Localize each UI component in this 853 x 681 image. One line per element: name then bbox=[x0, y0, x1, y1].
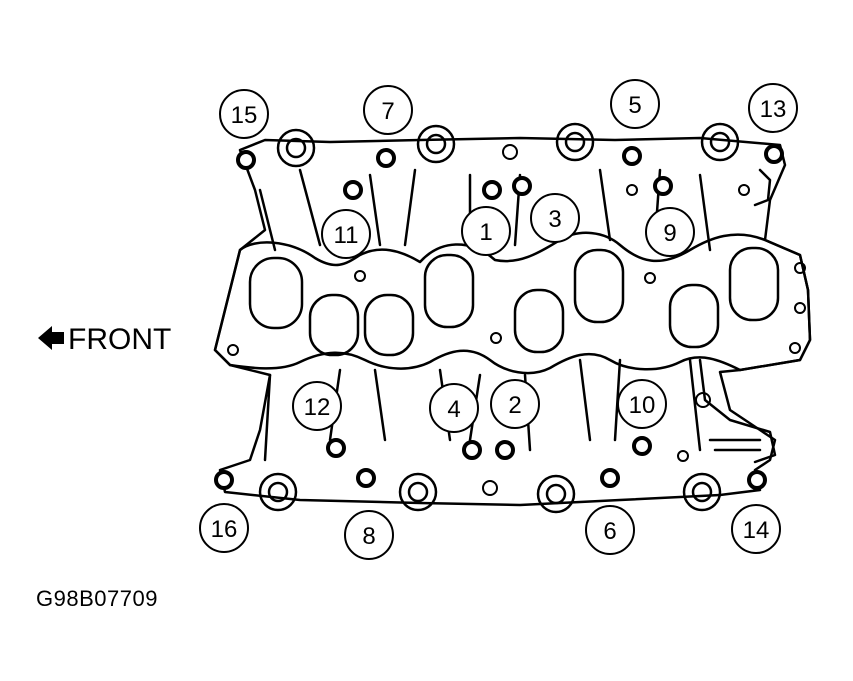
nut bbox=[356, 468, 376, 488]
hole bbox=[354, 270, 366, 282]
callout-9: 9 bbox=[663, 220, 676, 247]
callout-circle bbox=[321, 209, 371, 259]
hole bbox=[490, 332, 502, 344]
nut bbox=[632, 436, 652, 456]
nut bbox=[495, 440, 515, 460]
bolt-head bbox=[258, 472, 298, 512]
front-arrow-icon bbox=[38, 326, 64, 350]
callout-circle bbox=[199, 503, 249, 553]
nut bbox=[622, 146, 642, 166]
callout-circle bbox=[490, 379, 540, 429]
callout-7: 7 bbox=[381, 98, 394, 125]
callout-circle bbox=[344, 510, 394, 560]
callout-circle bbox=[530, 193, 580, 243]
callout-1: 1 bbox=[479, 219, 492, 246]
port-hole bbox=[668, 283, 720, 349]
callout-14: 14 bbox=[743, 517, 770, 544]
port-hole bbox=[513, 288, 565, 354]
callout-11: 11 bbox=[334, 222, 359, 249]
port-hole bbox=[308, 293, 360, 357]
nut bbox=[462, 440, 482, 460]
callout-circle bbox=[731, 504, 781, 554]
callout-16: 16 bbox=[211, 516, 238, 543]
nut bbox=[600, 468, 620, 488]
runner-line bbox=[258, 168, 712, 252]
callout-6: 6 bbox=[603, 518, 616, 545]
callout-circle bbox=[585, 505, 635, 555]
hole bbox=[227, 344, 239, 356]
nut bbox=[326, 438, 346, 458]
hole bbox=[626, 184, 638, 196]
nut bbox=[512, 176, 532, 196]
port-hole bbox=[248, 256, 304, 330]
nut bbox=[653, 176, 673, 196]
port-hole bbox=[573, 248, 625, 324]
bolt-head bbox=[276, 128, 316, 168]
bracket bbox=[698, 358, 777, 464]
callout-13: 13 bbox=[760, 96, 787, 123]
callout-15: 15 bbox=[231, 102, 258, 129]
callout-circle bbox=[645, 207, 695, 257]
figure-id: G98B07709 bbox=[36, 586, 158, 611]
bolt-head bbox=[700, 122, 740, 162]
hole bbox=[695, 392, 711, 408]
bolt-head bbox=[682, 472, 722, 512]
callout-2: 2 bbox=[508, 392, 521, 419]
callout-8: 8 bbox=[362, 523, 375, 550]
hole bbox=[789, 342, 801, 354]
bolt-head bbox=[536, 474, 576, 514]
callout-5: 5 bbox=[628, 92, 641, 119]
hole bbox=[794, 302, 806, 314]
nut bbox=[236, 150, 256, 170]
callout-circle bbox=[461, 206, 511, 256]
nut bbox=[482, 180, 502, 200]
callout-circle bbox=[610, 79, 660, 129]
bracket bbox=[753, 168, 772, 207]
port-hole bbox=[363, 293, 415, 357]
gasket-flange bbox=[213, 231, 812, 375]
callout-3: 3 bbox=[548, 206, 561, 233]
nut bbox=[764, 144, 784, 164]
hole bbox=[644, 272, 656, 284]
nut bbox=[214, 470, 234, 490]
hole bbox=[502, 144, 518, 160]
callout-4: 4 bbox=[447, 396, 460, 423]
nut bbox=[376, 148, 396, 168]
callout-circle bbox=[219, 89, 269, 139]
bolt-head bbox=[416, 124, 456, 164]
manifold-outline bbox=[213, 136, 812, 507]
nut bbox=[747, 470, 767, 490]
callout-circle bbox=[429, 383, 479, 433]
callout-12: 12 bbox=[304, 394, 331, 421]
hole bbox=[738, 184, 750, 196]
callout-circle bbox=[363, 85, 413, 135]
nut bbox=[343, 180, 363, 200]
port-hole bbox=[423, 253, 475, 329]
front-label: FRONT bbox=[68, 323, 171, 356]
bolt-head bbox=[398, 472, 438, 512]
hole bbox=[482, 480, 498, 496]
hole bbox=[794, 262, 806, 274]
callout-circle bbox=[748, 83, 798, 133]
callout-circle bbox=[617, 379, 667, 429]
callout-circle bbox=[292, 381, 342, 431]
callout-10: 10 bbox=[629, 392, 656, 419]
port-hole bbox=[728, 246, 780, 322]
hole bbox=[677, 450, 689, 462]
bolt-head bbox=[555, 122, 595, 162]
